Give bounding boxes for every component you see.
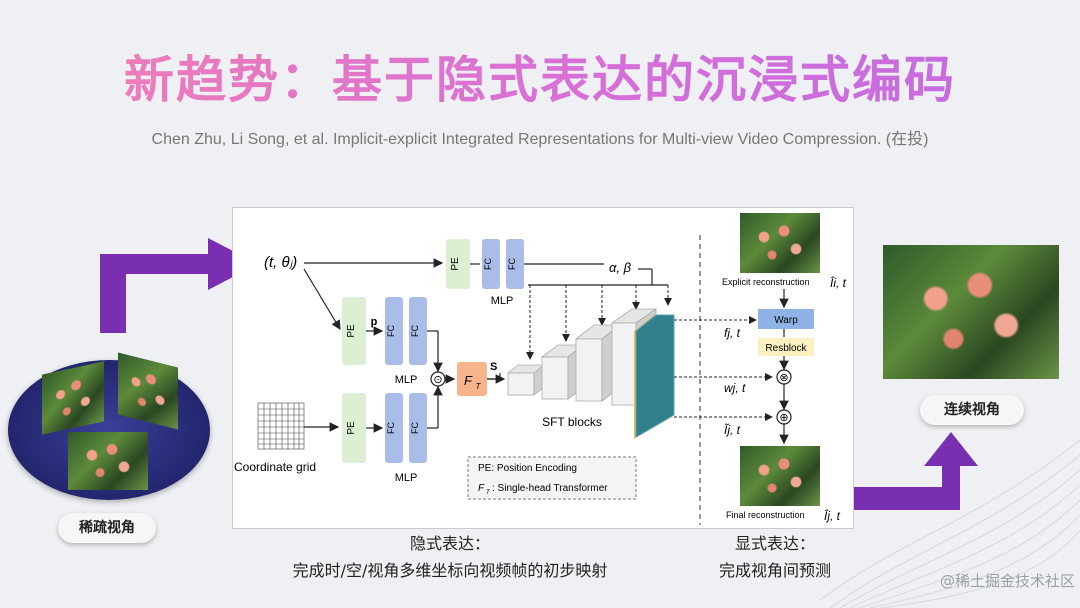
final-reconstruction-photo xyxy=(740,446,820,506)
otimes-symbol: ⊗ xyxy=(779,372,788,384)
fc-label-bottom-1: FC xyxy=(386,422,396,434)
architecture-diagram: (t, θⱼ) PE FC FC MLP α, β PE p FC FC MLP xyxy=(234,235,847,525)
oplus-symbol: ⊕ xyxy=(779,412,788,424)
pe-block-top xyxy=(446,239,470,289)
pe-block-mid xyxy=(342,297,366,365)
resblock-label: Resblock xyxy=(765,343,807,354)
slide-title: 新趋势：基于隐式表达的沉浸式编码 xyxy=(0,40,1080,112)
i-jt-final-label: Îj, t xyxy=(824,508,841,523)
coordinate-grid-label: Coordinate grid xyxy=(234,460,316,474)
fc-block-bottom-2 xyxy=(409,393,427,463)
explicit-reconstruction-photo xyxy=(740,213,820,273)
warp-block xyxy=(758,309,814,329)
fc-label-mid-2: FC xyxy=(410,325,420,337)
output-arrow-icon xyxy=(838,432,978,510)
citation: Chen Zhu, Li Song, et al. Implicit-expli… xyxy=(151,131,929,148)
explicit-reconstruction-label: Explicit reconstruction xyxy=(722,277,810,287)
warp-label: Warp xyxy=(774,315,798,326)
sparse-photo-bottom xyxy=(68,432,148,490)
output-tensor xyxy=(635,314,675,438)
input-label: (t, θⱼ) xyxy=(264,254,297,271)
legend-box xyxy=(467,456,637,500)
sft-label: SFT blocks xyxy=(542,415,602,429)
continuous-view-label: 连续视角 xyxy=(920,395,1024,425)
implicit-caption-title: 隐式表达： xyxy=(409,534,490,553)
odot-symbol: ⊙ xyxy=(433,374,442,386)
pe-label-mid: PE xyxy=(346,324,357,338)
pe-block-bottom xyxy=(342,393,366,463)
input-arrow-icon xyxy=(100,238,258,333)
wave-decoration xyxy=(820,439,1080,608)
mlp-label-bottom: MLP xyxy=(395,472,418,484)
fc-label-mid-1: FC xyxy=(386,325,396,337)
fc-label-top-1: FC xyxy=(483,258,493,270)
sparse-view-label: 稀疏视角 xyxy=(58,513,156,543)
w-jt-label: wj, t xyxy=(724,381,746,395)
fc-block-top-1 xyxy=(482,239,500,289)
pe-label-bottom: PE xyxy=(346,421,357,435)
fc-label-bottom-2: FC xyxy=(410,422,420,434)
final-reconstruction-label: Final reconstruction xyxy=(726,510,805,520)
fc-block-top-2 xyxy=(506,239,524,289)
ft-subscript: T xyxy=(476,382,482,391)
implicit-caption: 隐式表达： 完成时/空/视角多维坐标向视频帧的初步映射 xyxy=(250,530,650,584)
legend-ft-symbol: F xyxy=(478,483,485,494)
legend-ft: : Single-head Transformer xyxy=(492,483,608,494)
fc-block-mid-1 xyxy=(385,297,403,365)
mlp-label-top: MLP xyxy=(491,295,514,307)
coordinate-grid-icon xyxy=(257,402,305,450)
ft-block xyxy=(457,362,487,396)
f-jt-label: fj, t xyxy=(724,326,741,340)
fc-block-mid-2 xyxy=(409,297,427,365)
resblock-block xyxy=(758,338,814,356)
p-label: p xyxy=(371,316,378,328)
legend-ft-subscript: T xyxy=(486,490,491,496)
i-jt-label: Ĩj, t xyxy=(724,423,741,437)
s-label: S xyxy=(490,361,497,373)
explicit-caption: 显式表达： 完成视角间预测 xyxy=(680,530,870,584)
pe-label-top: PE xyxy=(450,257,461,271)
legend-pe: PE: Position Encoding xyxy=(478,463,577,474)
explicit-caption-title: 显式表达： xyxy=(734,534,815,553)
watermark: @稀土掘金技术社区 xyxy=(939,572,1075,590)
implicit-caption-desc: 完成时/空/视角多维坐标向视频帧的初步映射 xyxy=(292,561,608,580)
alpha-beta-label: α, β xyxy=(609,260,632,275)
mlp-label-mid: MLP xyxy=(395,374,418,386)
explicit-caption-desc: 完成视角间预测 xyxy=(718,561,831,580)
fc-label-top-2: FC xyxy=(507,258,517,270)
fc-block-bottom-1 xyxy=(385,393,403,463)
ft-label: F xyxy=(464,373,473,388)
continuous-view-photo xyxy=(883,245,1059,379)
i-it-label: Îi, t xyxy=(830,275,847,290)
